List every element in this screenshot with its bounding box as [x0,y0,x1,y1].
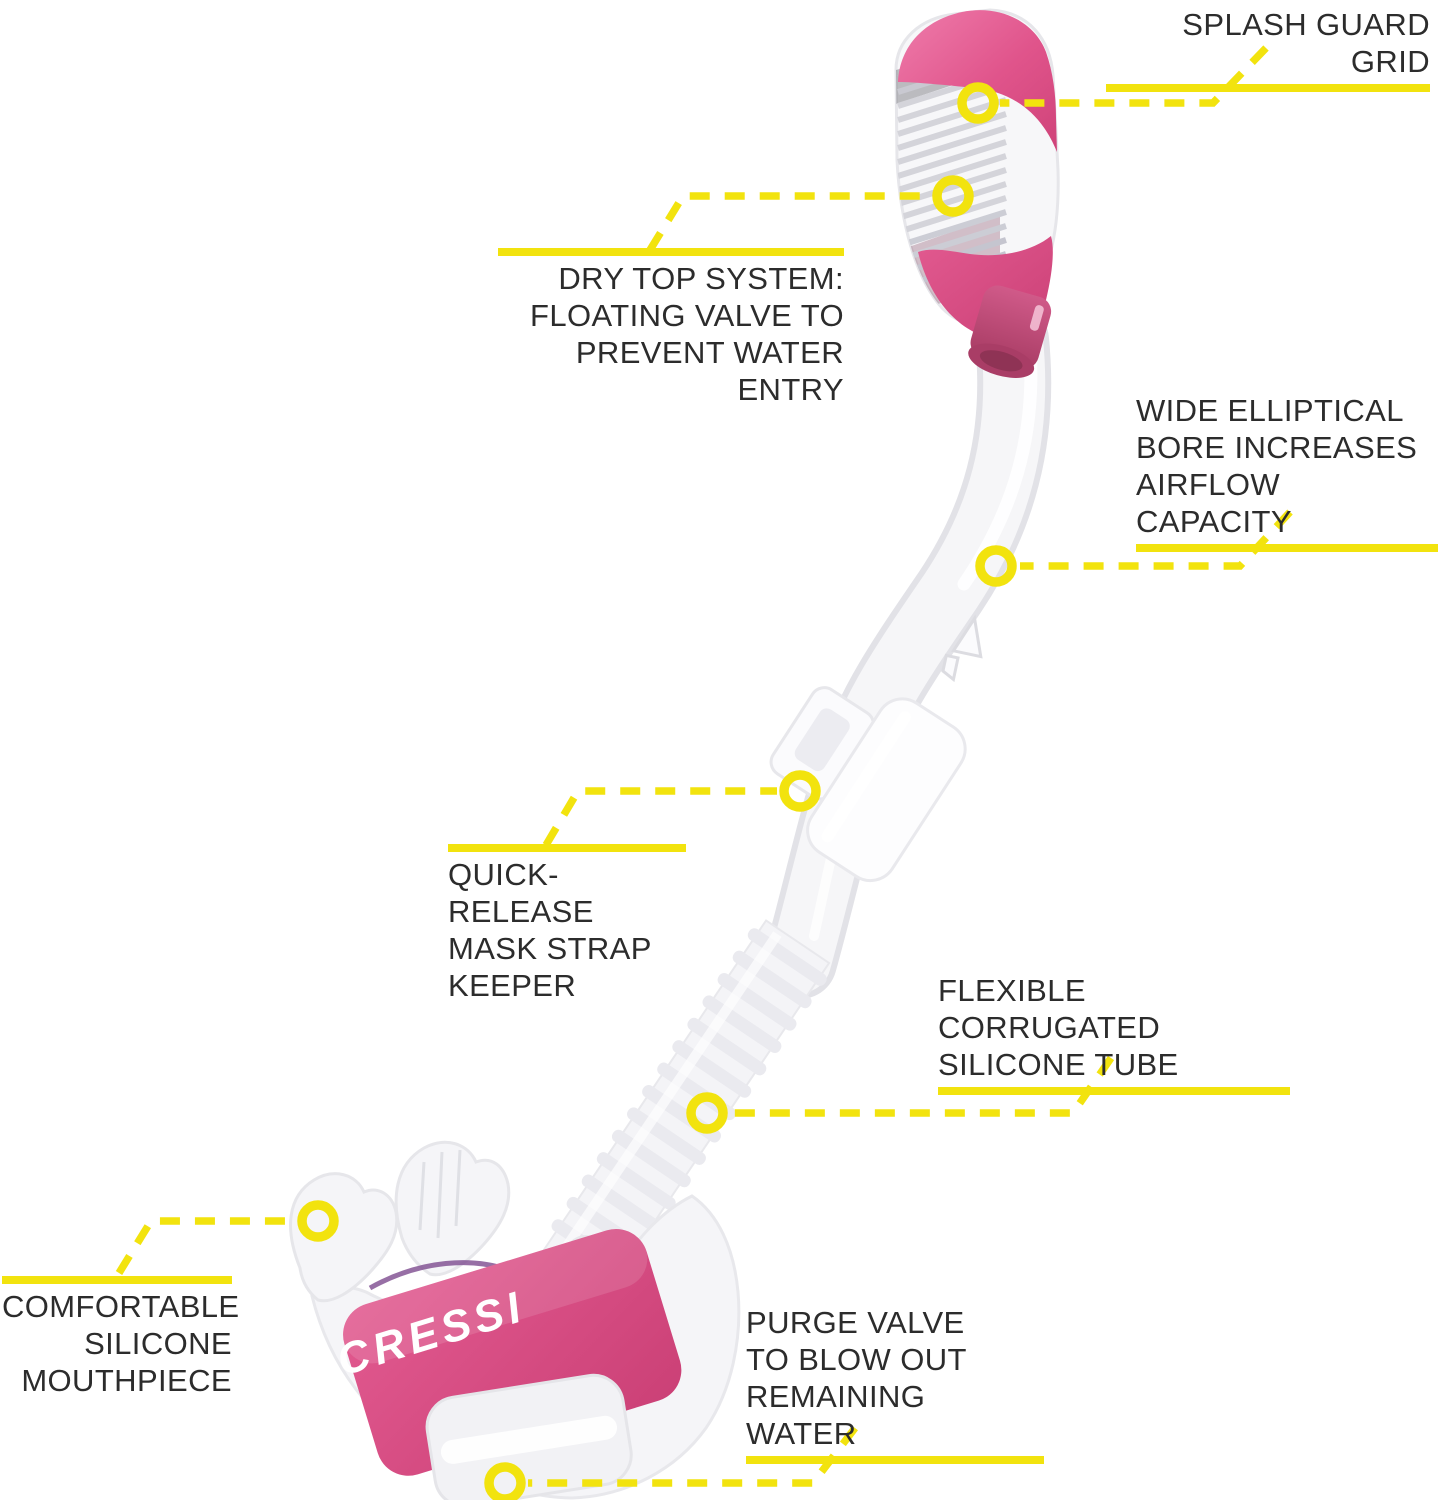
callout-purge-line: REMAINING WATER [746,1379,926,1451]
callout-dry-top-line: DRY TOP SYSTEM: [558,261,844,296]
callout-line-strap-keeper [542,787,777,847]
callout-strap-keeper-line: MASK STRAP [448,931,652,966]
callout-line-mouthpiece [115,1217,295,1275]
callout-splash-guard-rule [1106,84,1430,92]
callout-marker-purge [484,1462,526,1500]
callout-splash-guard: SPLASH GUARD GRID [1106,6,1430,96]
callout-bore-line: BORE INCREASES [1136,430,1418,465]
upper-tube [763,303,1052,999]
callout-mouthpiece-rule [2,1276,232,1284]
callout-bore: WIDE ELLIPTICAL BORE INCREASES AIRFLOW C… [1136,392,1438,556]
callout-mouthpiece: COMFORTABLE SILICONE MOUTHPIECE [2,1272,240,1399]
callout-strap-keeper-line: KEEPER [448,968,577,1003]
dry-top-snout [968,285,1052,378]
sailboat-logo [941,614,983,683]
callout-bore-line: WIDE ELLIPTICAL [1136,393,1404,428]
callout-purge: PURGE VALVE TO BLOW OUT REMAINING WATER [746,1304,1044,1468]
callout-marker-bore [975,545,1017,587]
callout-marker-dry-top [932,175,974,217]
callout-mouthpiece-line: MOUTHPIECE [21,1363,232,1398]
callout-strap-keeper-rule [448,844,686,852]
callout-purge-line: TO BLOW OUT [746,1342,967,1377]
callout-marker-mouthpiece [297,1200,339,1242]
callout-line-dry-top [646,192,930,252]
callout-marker-corrugated [686,1092,728,1134]
callout-bore-rule [1136,544,1438,552]
corrugated-tube [541,919,831,1296]
callout-purge-line: PURGE VALVE [746,1305,965,1340]
callout-strap-keeper-line: QUICK-RELEASE [448,857,594,929]
callout-dry-top-line: PREVENT WATER ENTRY [575,335,844,407]
purge-chamber [425,1373,633,1500]
callout-mouthpiece-line: COMFORTABLE [2,1289,240,1324]
callout-dry-top: DRY TOP SYSTEM: FLOATING VALVE TO PREVEN… [498,244,844,408]
callout-marker-splash-guard [957,82,999,124]
callout-strap-keeper: QUICK-RELEASE MASK STRAP KEEPER [448,840,686,1004]
callout-line-bore [1020,509,1293,570]
callout-corrugated-line: SILICONE TUBE [938,1047,1179,1082]
bite-tab-center [394,1140,511,1277]
callout-purge-rule [746,1456,1044,1464]
mouthpiece: CRESSI [289,1140,741,1500]
callout-dry-top-line: FLOATING VALVE TO [529,298,844,333]
callout-marker-strap-keeper [779,770,821,812]
callout-corrugated-rule [938,1087,1290,1095]
callout-line-corrugated [730,1055,1115,1117]
dry-top-assembly [894,8,1060,378]
callout-line-splash-guard [1000,45,1269,107]
callout-splash-guard-line: SPLASH GUARD GRID [1182,7,1430,79]
dry-top-pink-cap [898,10,1057,152]
callout-bore-line: AIRFLOW CAPACITY [1136,467,1292,539]
callout-corrugated-line: FLEXIBLE CORRUGATED [938,973,1161,1045]
callout-dry-top-rule [498,248,844,256]
callout-corrugated: FLEXIBLE CORRUGATED SILICONE TUBE [938,972,1290,1099]
callout-line-purge [528,1425,858,1487]
callout-mouthpiece-line: SILICONE [84,1326,232,1361]
